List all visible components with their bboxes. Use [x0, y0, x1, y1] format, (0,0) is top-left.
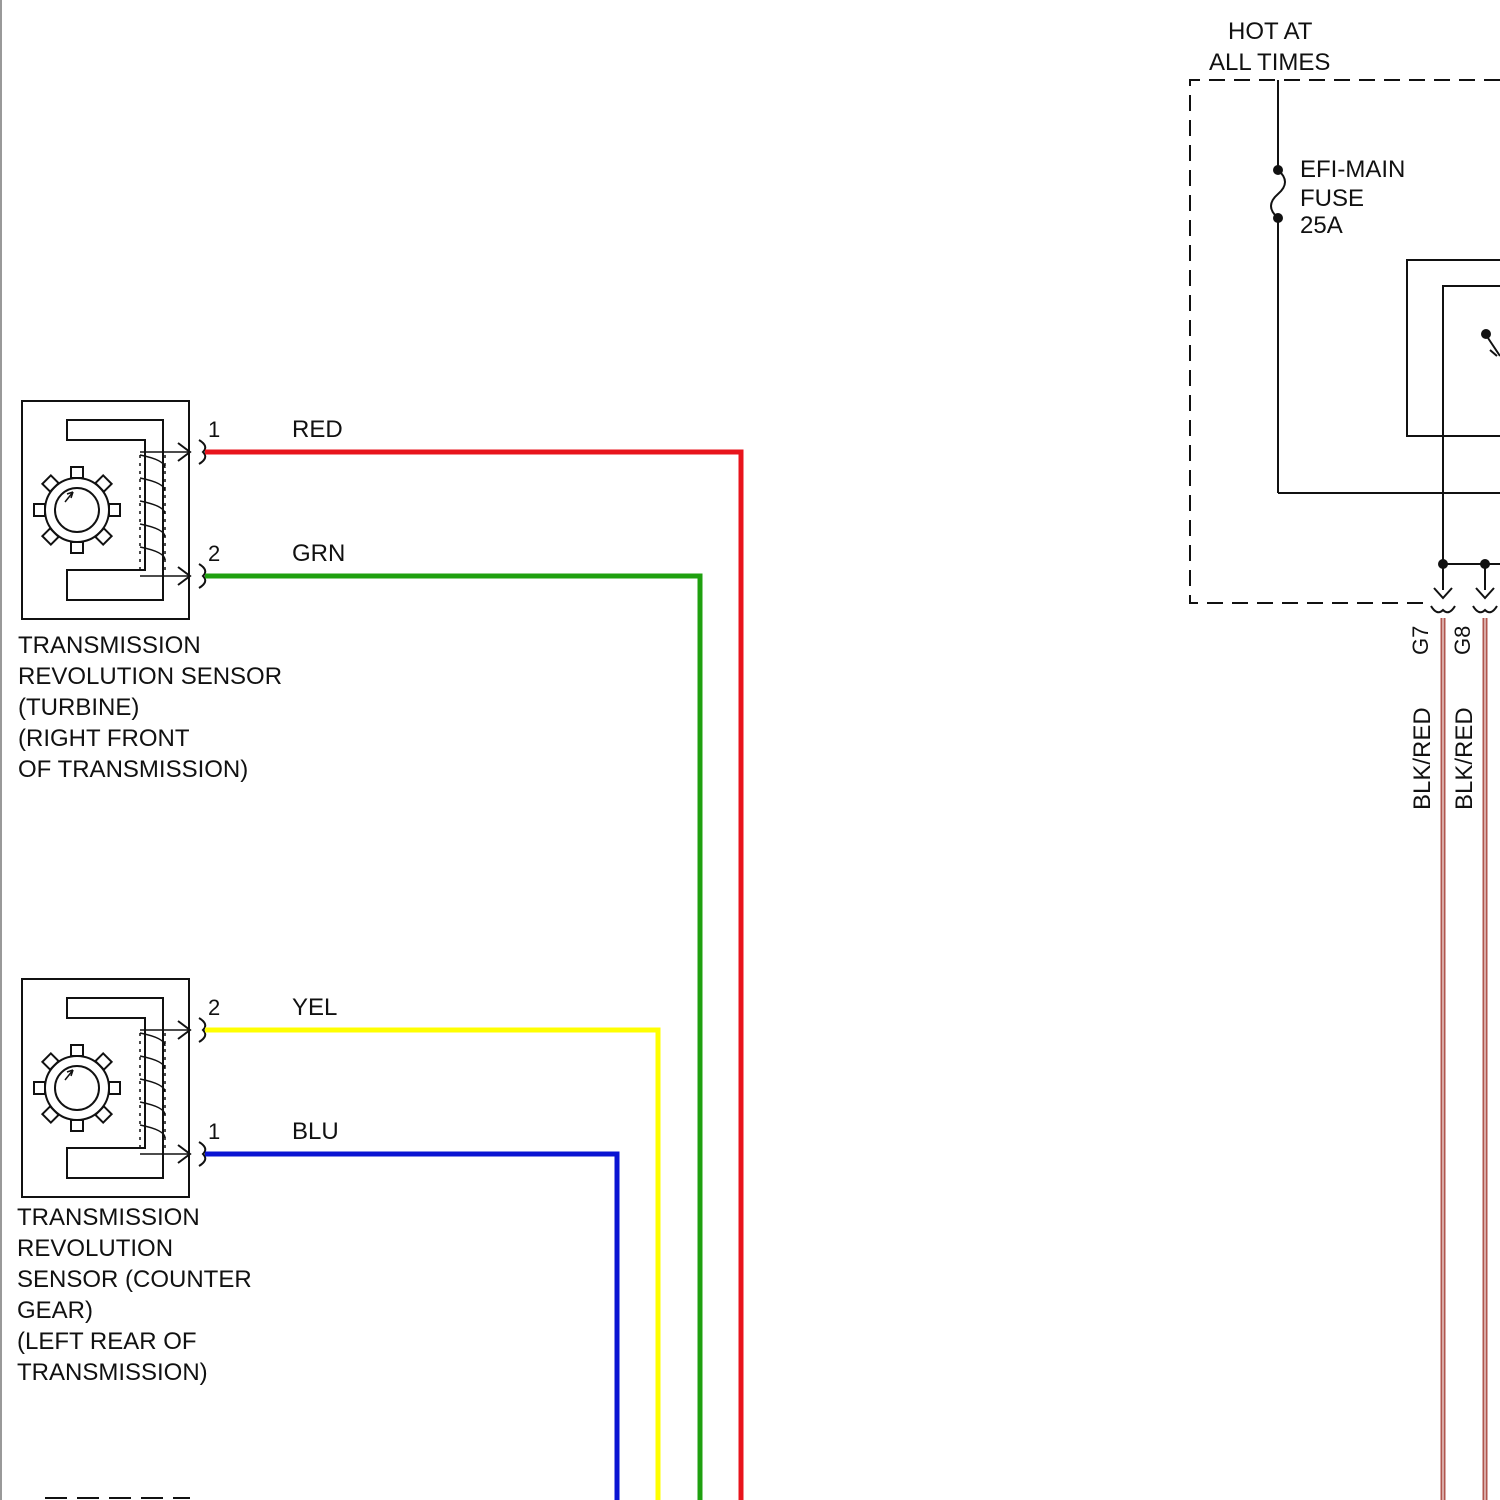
counter-pin-2: 2 — [208, 995, 220, 1020]
counter-label-line: GEAR) — [17, 1297, 93, 1324]
turbine-label-line: REVOLUTION SENSOR — [18, 663, 282, 690]
connector-g7: G7 — [1408, 626, 1433, 655]
wire-label-g8: BLK/RED — [1451, 707, 1478, 810]
wire-blue — [205, 1154, 617, 1500]
counter-label-line: REVOLUTION — [17, 1235, 173, 1262]
fuse-type-label: FUSE — [1300, 185, 1364, 212]
counter-label-line: (LEFT REAR OF — [17, 1328, 197, 1355]
turbine-pin-2: 2 — [208, 541, 220, 566]
wire-label-blu: BLU — [292, 1118, 339, 1145]
turbine-label-line: OF TRANSMISSION) — [18, 756, 248, 783]
counter-pin-1: 1 — [208, 1119, 220, 1144]
connector-g8: G8 — [1450, 626, 1475, 655]
wire-label-grn: GRN — [292, 540, 345, 567]
fuse-name-label: EFI-MAIN — [1300, 156, 1405, 183]
wire-label-g7: BLK/RED — [1409, 707, 1436, 810]
hot-at-label: HOT AT — [1228, 18, 1313, 45]
turbine-label-line: (RIGHT FRONT — [18, 725, 190, 752]
counter-sensor-label: TRANSMISSION REVOLUTION SENSOR (COUNTER … — [17, 1204, 258, 1386]
all-times-label: ALL TIMES — [1209, 49, 1330, 76]
fuse-rating-label: 25A — [1300, 212, 1343, 239]
counter-gear-sensor-symbol — [22, 979, 205, 1197]
wire-red — [205, 452, 741, 1500]
wire-yellow — [205, 1030, 658, 1500]
wire-label-yel: YEL — [292, 994, 337, 1021]
counter-label-line: SENSOR (COUNTER — [17, 1266, 252, 1293]
counter-label-line: TRANSMISSION) — [17, 1359, 208, 1386]
turbine-label-line: TRANSMISSION — [18, 632, 201, 659]
wire-label-red: RED — [292, 416, 343, 443]
turbine-label-line: (TURBINE) — [18, 694, 139, 721]
turbine-sensor-symbol — [22, 401, 205, 619]
turbine-sensor-label: TRANSMISSION REVOLUTION SENSOR (TURBINE)… — [18, 632, 289, 783]
relay-symbol — [1407, 260, 1500, 612]
wire-green — [205, 576, 700, 1500]
turbine-pin-1: 1 — [208, 417, 220, 442]
counter-label-line: TRANSMISSION — [17, 1204, 200, 1231]
